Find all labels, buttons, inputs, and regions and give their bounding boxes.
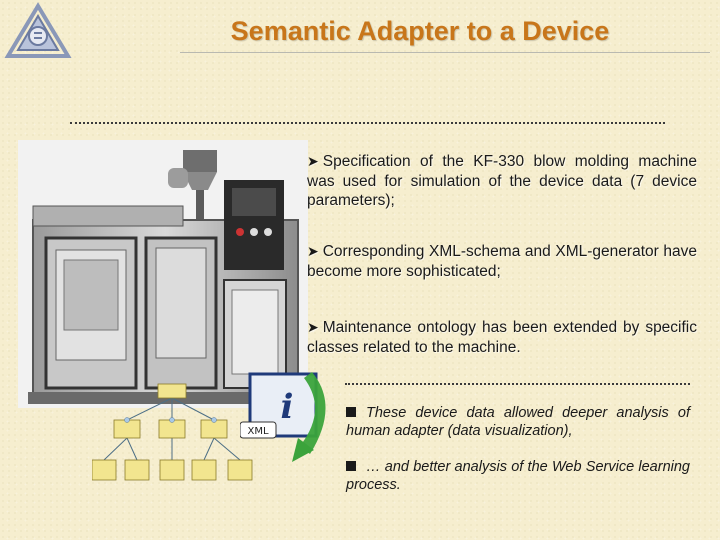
title-divider bbox=[180, 52, 710, 53]
sub-bullet-item: These device data allowed deeper analysi… bbox=[346, 405, 690, 439]
page-title: Semantic Adapter to a Device bbox=[230, 16, 610, 46]
dotted-divider bbox=[70, 122, 665, 124]
square-bullet-icon bbox=[346, 461, 356, 471]
blow-molding-machine-image bbox=[18, 140, 308, 408]
info-glyph: i bbox=[281, 387, 294, 427]
arrow-bullet-icon: ➤ bbox=[307, 320, 319, 336]
arrow-bullet-icon: ➤ bbox=[307, 244, 319, 260]
ontology-tree-diagram bbox=[92, 383, 253, 481]
bullet-item: ➤Corresponding XML-schema and XML-genera… bbox=[307, 243, 697, 280]
sub-bullet-item: … and better analysis of the Web Service… bbox=[346, 459, 690, 493]
bullet-item: ➤Specification of the KF-330 blow moldin… bbox=[307, 153, 697, 209]
square-bullet-icon bbox=[346, 407, 356, 417]
xml-label: XML bbox=[247, 426, 268, 437]
xml-info-icon: i XML bbox=[240, 372, 326, 462]
arrow-bullet-icon: ➤ bbox=[307, 154, 319, 170]
bullet-item: ➤Maintenance ontology has been extended … bbox=[307, 319, 697, 356]
logo-icon bbox=[4, 2, 72, 58]
dotted-divider-small bbox=[345, 383, 690, 385]
